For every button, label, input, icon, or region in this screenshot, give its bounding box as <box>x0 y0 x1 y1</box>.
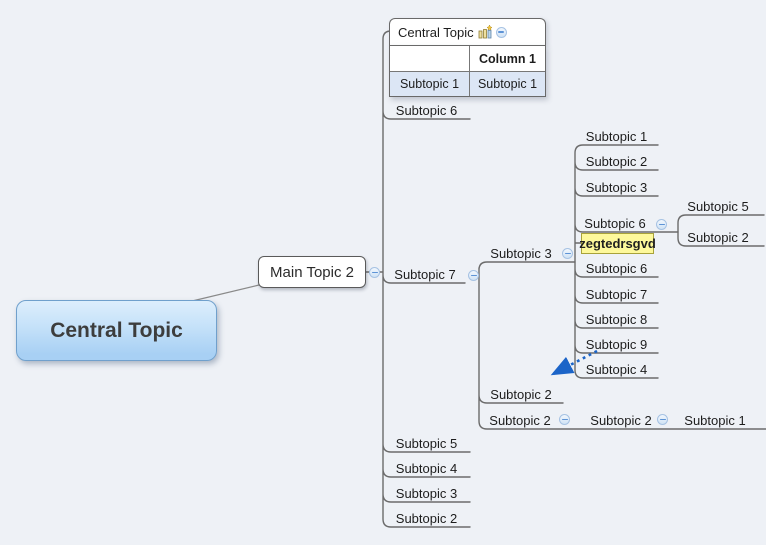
collapse-icon[interactable] <box>656 219 667 230</box>
topic-subtopic-5[interactable]: Subtopic 5 <box>395 436 458 451</box>
relationship-arrow[interactable] <box>550 349 598 376</box>
topic-subtopic-2[interactable]: Subtopic 2 <box>585 154 648 169</box>
table-cell[interactable]: Subtopic 1 <box>470 72 545 96</box>
topic-subtopic-3[interactable]: Subtopic 3 <box>585 180 648 195</box>
topic-subtopic-4[interactable]: Subtopic 4 <box>395 461 458 476</box>
topic-subtopic-8[interactable]: Subtopic 8 <box>585 312 648 327</box>
topic-subtopic-5[interactable]: Subtopic 5 <box>687 199 749 214</box>
table-cell[interactable]: Subtopic 1 <box>390 72 470 96</box>
collapse-icon[interactable] <box>559 414 570 425</box>
topic-subtopic-2-arrow-target[interactable]: Subtopic 2 <box>490 387 552 402</box>
topic-subtopic-7[interactable]: Subtopic 7 <box>585 287 648 302</box>
topic-subtopic-3[interactable]: Subtopic 3 <box>490 246 552 261</box>
topic-subtopic-2[interactable]: Subtopic 2 <box>489 413 551 428</box>
topic-subtopic-2[interactable]: Subtopic 2 <box>590 413 652 428</box>
collapse-icon[interactable] <box>562 248 573 259</box>
topic-subtopic-2[interactable]: Subtopic 2 <box>687 230 749 245</box>
branch-subtopic-7 <box>478 261 766 430</box>
collapse-icon[interactable] <box>369 267 380 278</box>
collapse-icon[interactable] <box>657 414 668 425</box>
topic-subtopic-4[interactable]: Subtopic 4 <box>585 362 648 377</box>
central-topic-node[interactable]: Central Topic <box>16 300 217 361</box>
main-topic-2-node[interactable]: Main Topic 2 <box>258 256 366 288</box>
topic-subtopic-6[interactable]: Subtopic 6 <box>585 261 648 276</box>
topic-subtopic-2[interactable]: Subtopic 2 <box>395 511 458 526</box>
topic-subtopic-6[interactable]: Subtopic 6 <box>584 216 646 231</box>
table-topic-title: Central Topic <box>398 24 474 40</box>
branch-subtopic-6 <box>677 214 765 247</box>
topic-subtopic-1[interactable]: Subtopic 1 <box>585 129 648 144</box>
table-corner-cell[interactable] <box>390 46 470 72</box>
collapse-icon[interactable] <box>468 270 479 281</box>
branch-main-topic-2 <box>365 30 471 528</box>
topic-subtopic-3[interactable]: Subtopic 3 <box>395 486 458 501</box>
topic-subtopic-1[interactable]: Subtopic 1 <box>684 413 746 428</box>
table-topic-header[interactable]: Central Topic <box>389 18 546 45</box>
edge-central-to-main <box>187 284 260 303</box>
topic-subtopic-7[interactable]: Subtopic 7 <box>394 267 456 282</box>
chart-icon[interactable] <box>478 25 492 39</box>
table-topic-grid[interactable]: Column 1 Subtopic 1 Subtopic 1 <box>389 45 546 97</box>
topic-subtopic-6[interactable]: Subtopic 6 <box>395 103 458 118</box>
branch-subtopic-3 <box>574 144 679 379</box>
topic-subtopic-9[interactable]: Subtopic 9 <box>585 337 648 352</box>
collapse-icon[interactable] <box>495 26 507 38</box>
table-column-header[interactable]: Column 1 <box>470 46 545 72</box>
topic-zegtedrsgvd-highlighted[interactable]: zegtedrsgvd <box>579 233 656 254</box>
